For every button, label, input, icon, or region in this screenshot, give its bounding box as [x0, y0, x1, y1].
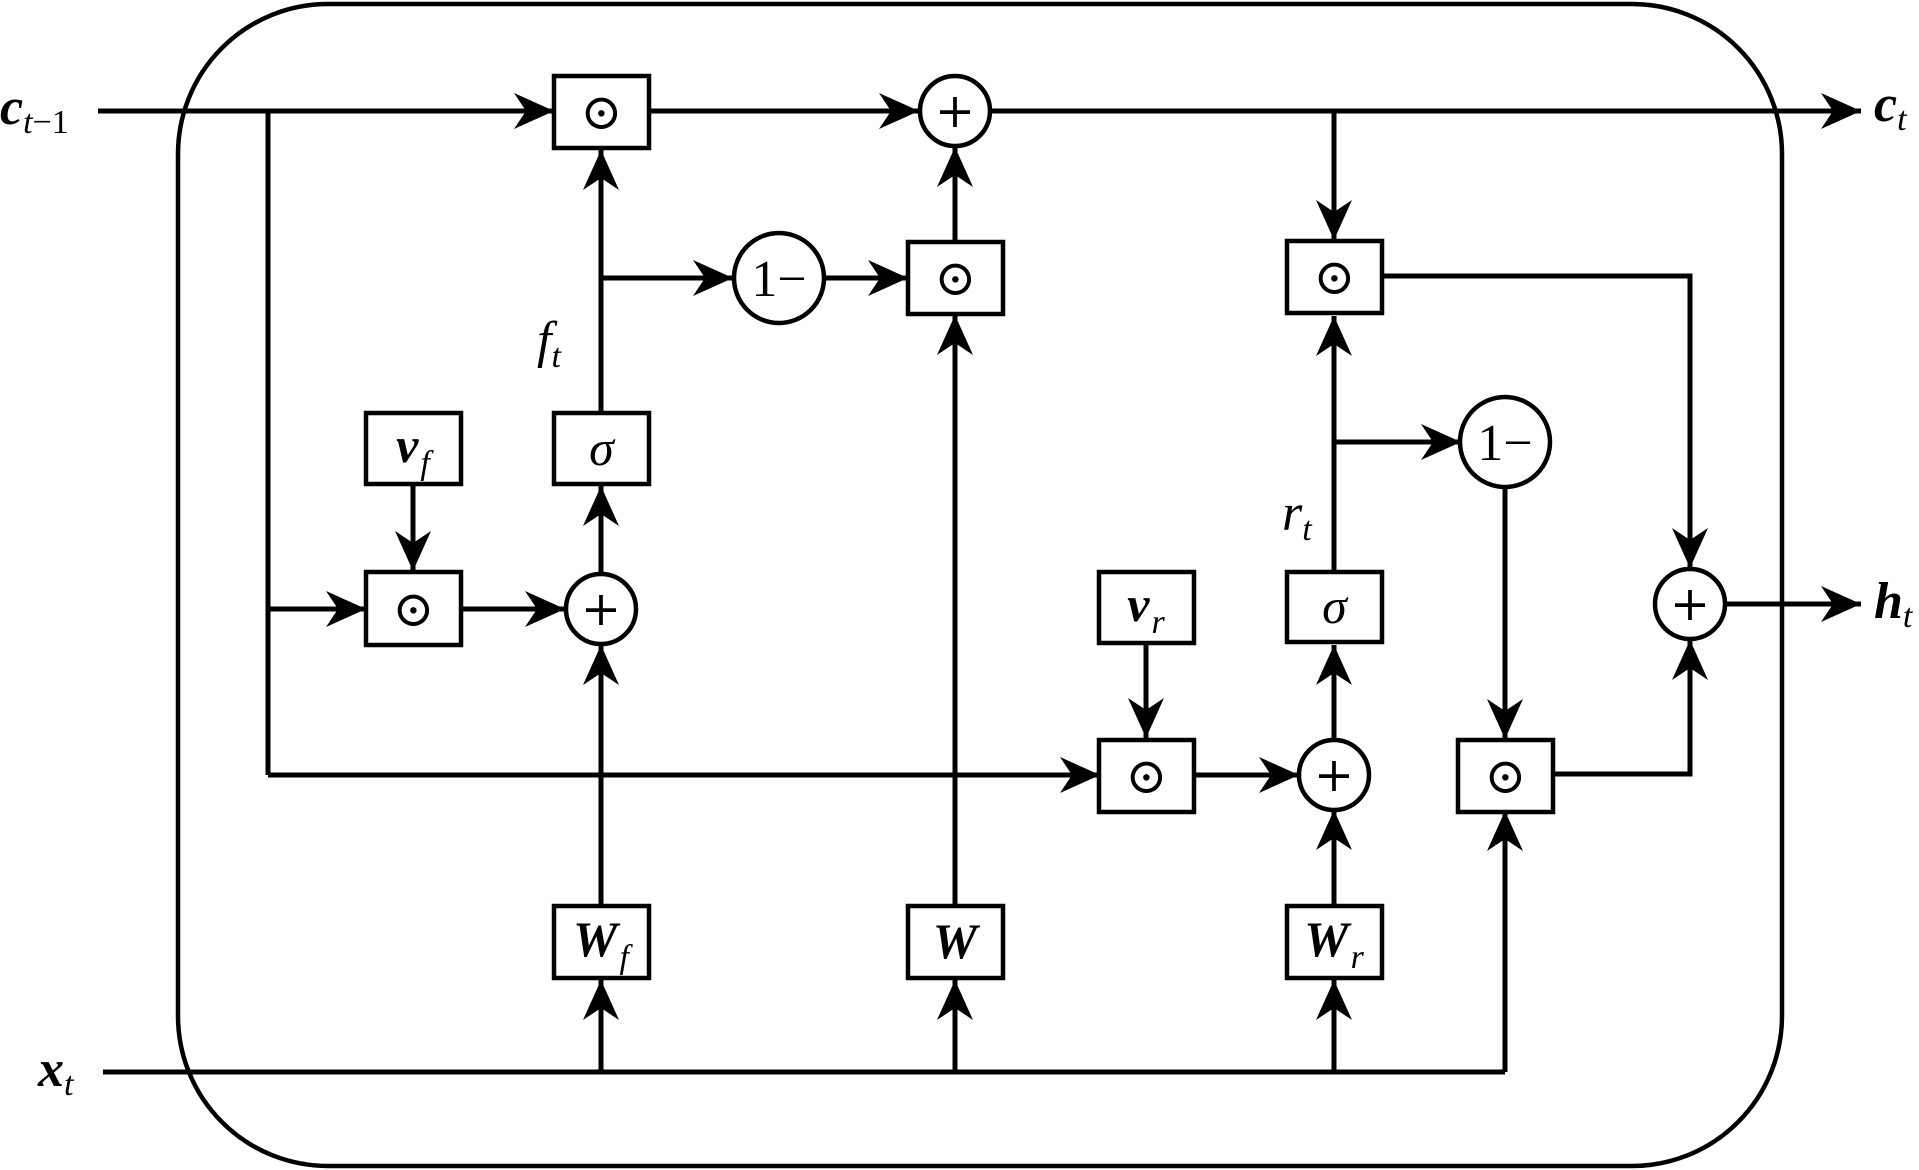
x-mult-to-h-plus: [1553, 640, 1708, 777]
vr-main: v: [1127, 576, 1150, 632]
plus-symbol: +: [935, 83, 975, 139]
wr-box: Wr: [1284, 903, 1385, 981]
plus-symbol: +: [1314, 747, 1354, 803]
f-one-minus-node: 1−: [731, 230, 827, 326]
vf-box: vf: [363, 410, 464, 487]
r-one-minus-node: 1−: [1457, 394, 1553, 490]
vf-main: v: [396, 417, 419, 473]
f-sigma-box: σ: [551, 410, 652, 487]
hadamard-symbol: ⊙: [393, 580, 435, 638]
h-next-label: ht: [1874, 573, 1914, 635]
x-mult-box: ⊙: [1455, 737, 1556, 815]
wr-sub: r: [1351, 939, 1365, 976]
hadamard-symbol: ⊙: [935, 249, 977, 307]
vr-sub: r: [1151, 604, 1165, 641]
hadamard-symbol: ⊙: [1485, 747, 1527, 805]
rt-label: rt: [1282, 485, 1313, 548]
r-plus-node: +: [1296, 737, 1372, 813]
svg-text:Wr: Wr: [1304, 911, 1364, 976]
forget-mult-box: ⊙: [551, 73, 652, 151]
ct-mult-box: ⊙: [1284, 238, 1385, 316]
wr-main: W: [1304, 911, 1352, 967]
one-minus-label: 1−: [751, 251, 806, 308]
f-plus-node: +: [563, 571, 639, 647]
hadamard-symbol: ⊙: [1314, 248, 1356, 306]
vf-mult-box: ⊙: [363, 569, 464, 648]
wf-box: Wf: [551, 903, 652, 981]
sigma-symbol: σ: [1322, 578, 1349, 634]
r-sigma-box: σ: [1284, 569, 1385, 645]
one-minus-label: 1−: [1477, 415, 1532, 472]
c-next-label: ct: [1874, 76, 1908, 138]
hadamard-symbol: ⊙: [1126, 747, 1168, 805]
vr-box: vr: [1096, 569, 1197, 646]
hadamard-symbol: ⊙: [581, 83, 623, 141]
cell-frame: [175, 1, 1785, 1169]
h-plus-node: +: [1652, 566, 1728, 642]
vr-mult-box: ⊙: [1096, 737, 1197, 815]
ct-mult-to-h-plus: [1382, 273, 1708, 568]
ft-label: ft: [537, 312, 562, 375]
wf-main: W: [573, 911, 621, 967]
input-mult-box: ⊙: [905, 239, 1006, 317]
sigma-symbol: σ: [589, 420, 616, 476]
c-plus-node: +: [917, 73, 993, 149]
x-input-label: xt: [37, 1041, 75, 1103]
plus-symbol: +: [581, 581, 621, 637]
svg-text:vr: vr: [1127, 576, 1165, 641]
connections: [98, 93, 1861, 1075]
w-box: W: [905, 903, 1006, 981]
c-prev-label: ct−1: [0, 79, 69, 141]
plus-symbol: +: [1670, 576, 1710, 632]
w-main: W: [933, 913, 981, 969]
